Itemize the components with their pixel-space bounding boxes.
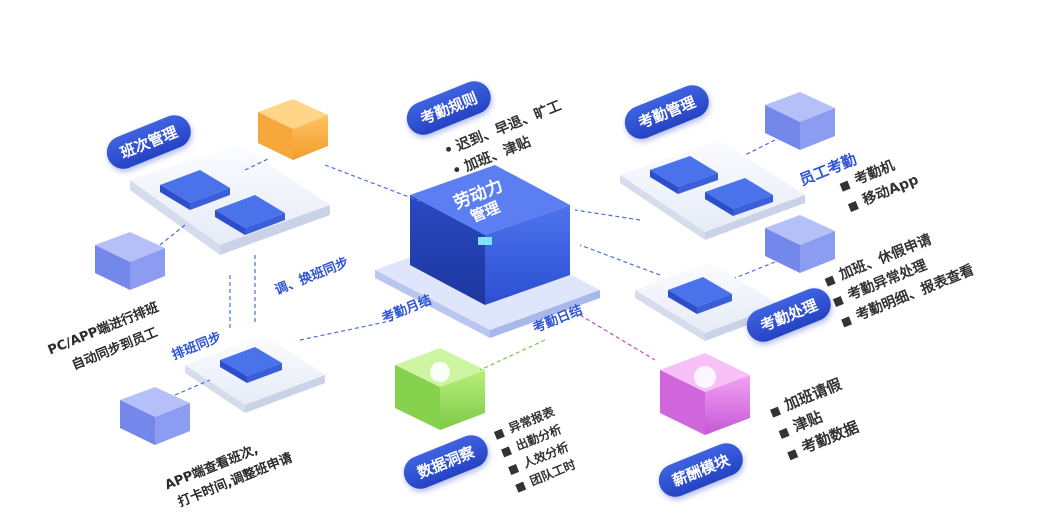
user-cube-processing: [765, 215, 835, 273]
insight-green-cube: [395, 348, 485, 430]
rules-orange-cube: [258, 99, 328, 160]
salary-purple-cube: [660, 353, 750, 435]
app-device-tile: [220, 347, 282, 383]
attendance-device-tiles: [650, 156, 773, 216]
user-cube-left: [95, 232, 165, 290]
center-cube: [410, 165, 570, 305]
attendance-platform: [620, 140, 805, 240]
user-cube-attendance: [765, 92, 835, 150]
user-cube-bottom: [120, 387, 190, 445]
shift-device-tiles: [160, 170, 285, 235]
connectors: [159, 139, 776, 396]
processing-device-tile: [668, 277, 732, 314]
shift-platform: [130, 145, 330, 255]
